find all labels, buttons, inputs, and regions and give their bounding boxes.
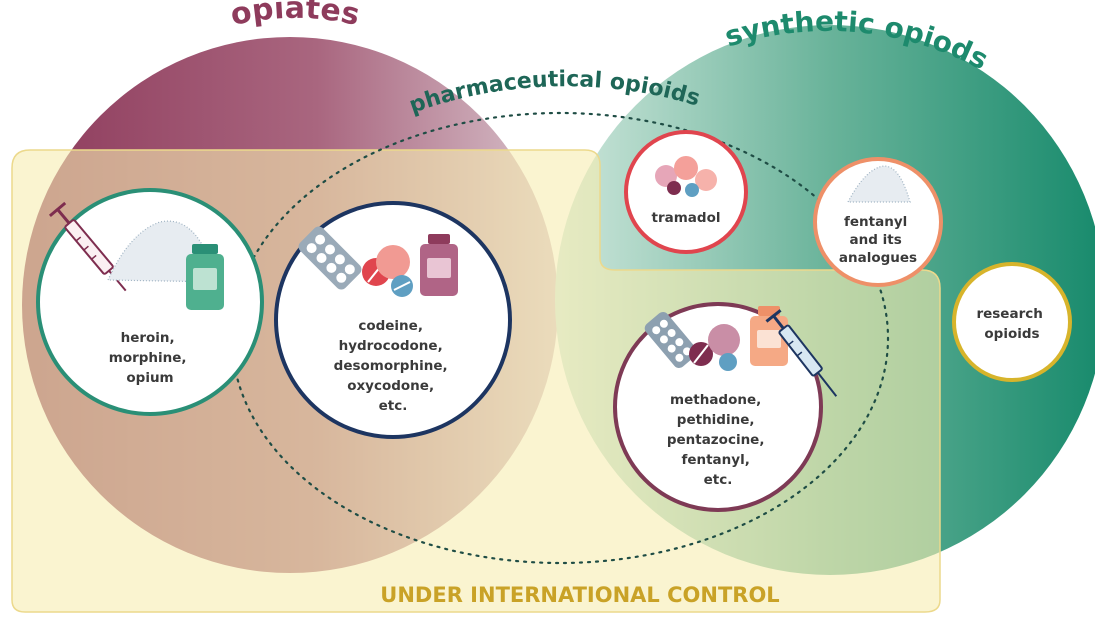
vial-icon <box>186 244 224 310</box>
vial-icon <box>750 306 788 366</box>
international-control-label: UNDER INTERNATIONAL CONTROL <box>380 583 779 607</box>
blister-pack-icon <box>298 226 362 290</box>
blister-pack-icon <box>644 312 698 368</box>
codeine-bubble-text: codeine, hydrocodone, desomorphine, oxyc… <box>334 318 453 414</box>
tramadol-bubble-text: tramadol <box>652 210 721 226</box>
heroin-bubble: heroin, morphine, opium <box>36 188 264 416</box>
methadone-bubble: methadone, pethidine, pentazocine, fenta… <box>613 302 838 512</box>
methadone-bubble-text: methadone, pethidine, pentazocine, fenta… <box>667 392 769 488</box>
research-opioids-bubble: research opioids <box>952 262 1072 382</box>
pharmaceutical-opioids-ellipse <box>230 111 890 565</box>
opiates-title: opiates <box>228 0 363 33</box>
heroin-bubble-text: heroin, morphine, opium <box>109 330 192 386</box>
fentanyl-analogues-bubble-text: fentanyl and its analogues <box>839 214 917 266</box>
pills-icon <box>689 324 740 371</box>
pills-icon <box>362 245 413 297</box>
vial-icon <box>420 234 458 296</box>
fentanyl-analogues-bubble: fentanyl and its analogues <box>813 157 943 287</box>
tramadol-bubble: tramadol <box>624 130 748 254</box>
powder-pile-icon <box>847 165 911 203</box>
pills-icon <box>655 156 717 197</box>
syringe-icon <box>48 201 127 292</box>
codeine-bubble: codeine, hydrocodone, desomorphine, oxyc… <box>274 201 512 439</box>
research-opioids-bubble-text: research opioids <box>976 306 1047 342</box>
syringe-icon <box>765 309 838 397</box>
